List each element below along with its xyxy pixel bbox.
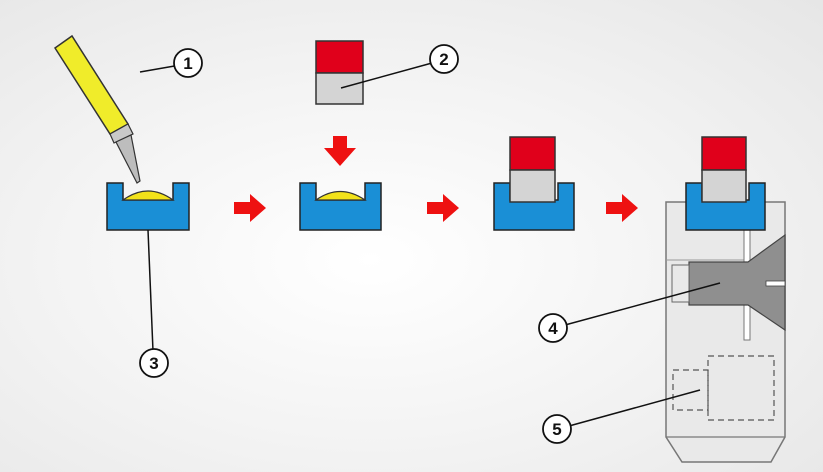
callout-5: 5 <box>542 389 701 444</box>
callout-1: 1 <box>139 48 203 78</box>
process-arrow-3 <box>606 194 638 222</box>
container-3 <box>493 136 575 231</box>
svg-text:1: 1 <box>183 54 192 73</box>
process-arrow-1 <box>234 194 266 222</box>
adhesive-drop-2 <box>314 190 367 201</box>
adhesive-drop-1 <box>121 190 175 201</box>
process-arrow-2 <box>427 194 459 222</box>
svg-text:5: 5 <box>552 420 561 439</box>
curing-machine <box>665 201 786 463</box>
callout-3: 3 <box>139 229 169 378</box>
callout-4: 4 <box>538 282 721 343</box>
container-4 <box>685 136 766 231</box>
machine-nozzle <box>688 233 786 332</box>
container-1 <box>106 182 190 231</box>
svg-text:2: 2 <box>439 50 448 69</box>
svg-text:4: 4 <box>548 319 558 338</box>
svg-text:3: 3 <box>149 354 158 373</box>
down-arrow <box>324 136 356 166</box>
callout-2: 2 <box>340 44 459 89</box>
container-2 <box>299 182 382 231</box>
seated-part-body <box>509 169 556 203</box>
dashed-tray <box>672 369 709 411</box>
dashed-chamber <box>707 355 775 421</box>
adhesive-tube <box>53 34 141 184</box>
seated-part-cap <box>509 136 556 171</box>
part-falling <box>315 40 364 105</box>
